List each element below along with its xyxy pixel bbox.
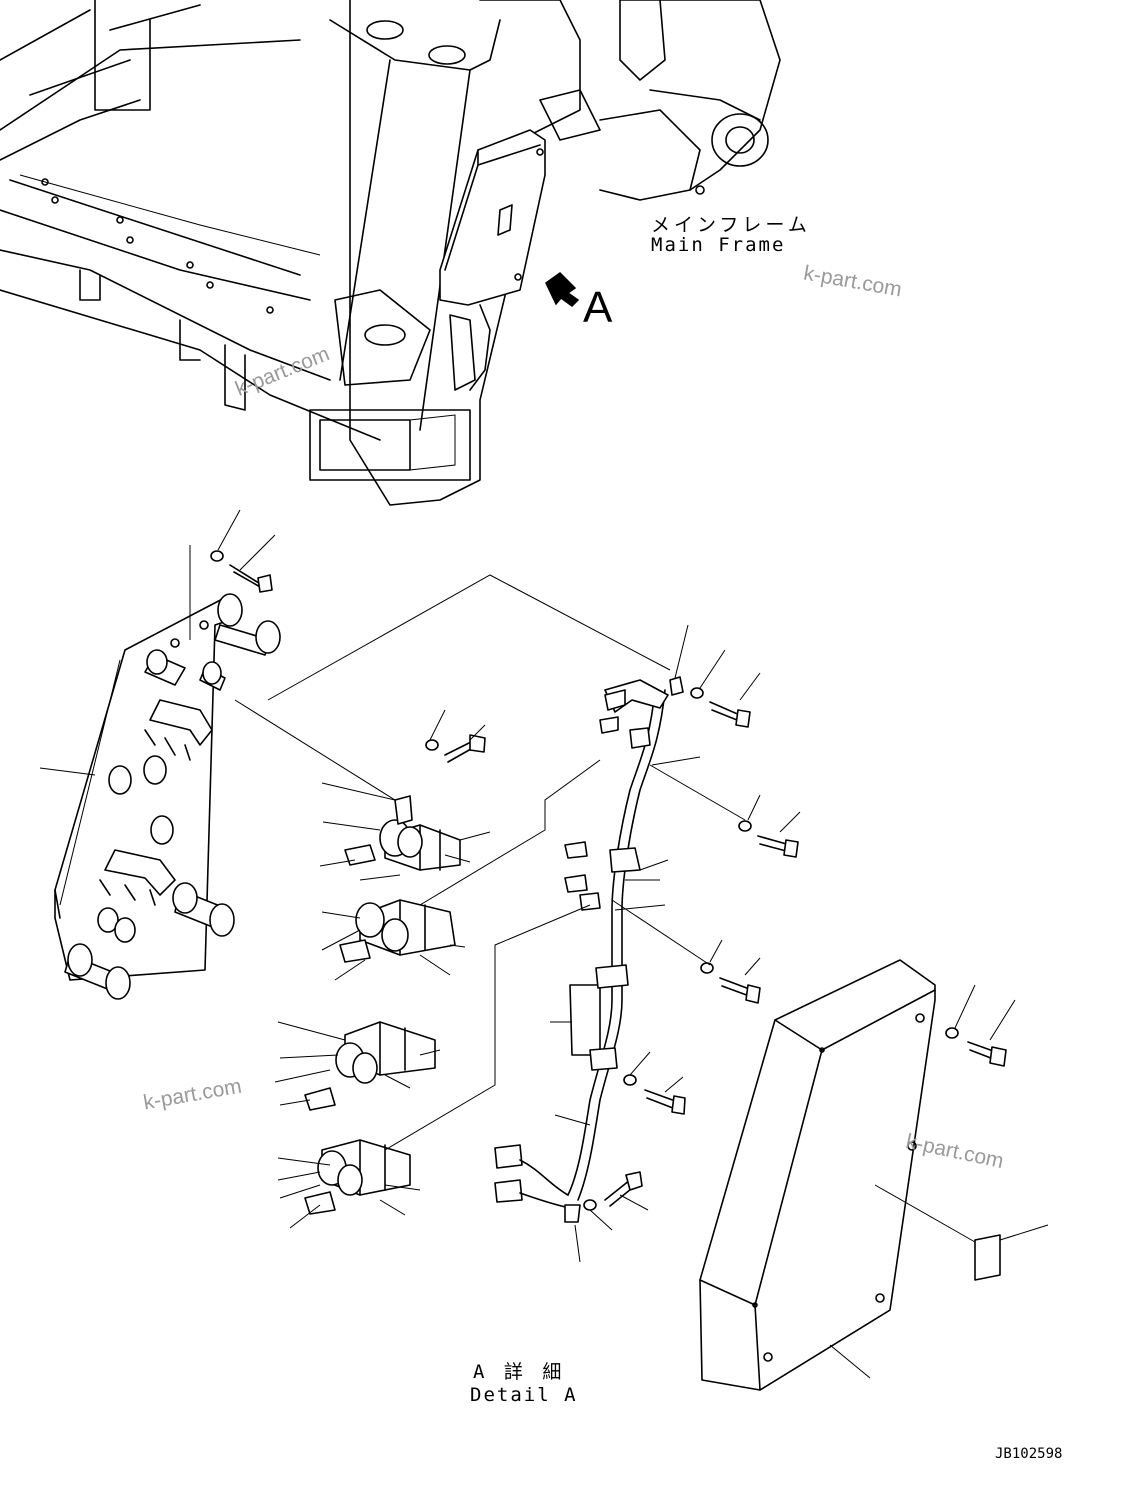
drawing-code: JB102598 — [995, 1446, 1063, 1462]
main-frame-label-jp: メインフレーム — [651, 214, 811, 236]
main-frame-label-en: Main Frame — [651, 234, 786, 256]
view-marker-label: A — [583, 283, 613, 332]
view-arrow-icon — [545, 272, 580, 307]
detail-label-jp: A 詳 細 — [473, 1361, 566, 1383]
detail-a-drawing — [39, 509, 1049, 1391]
detail-label-en: Detail A — [470, 1384, 578, 1406]
main-frame-drawing — [0, 0, 781, 506]
